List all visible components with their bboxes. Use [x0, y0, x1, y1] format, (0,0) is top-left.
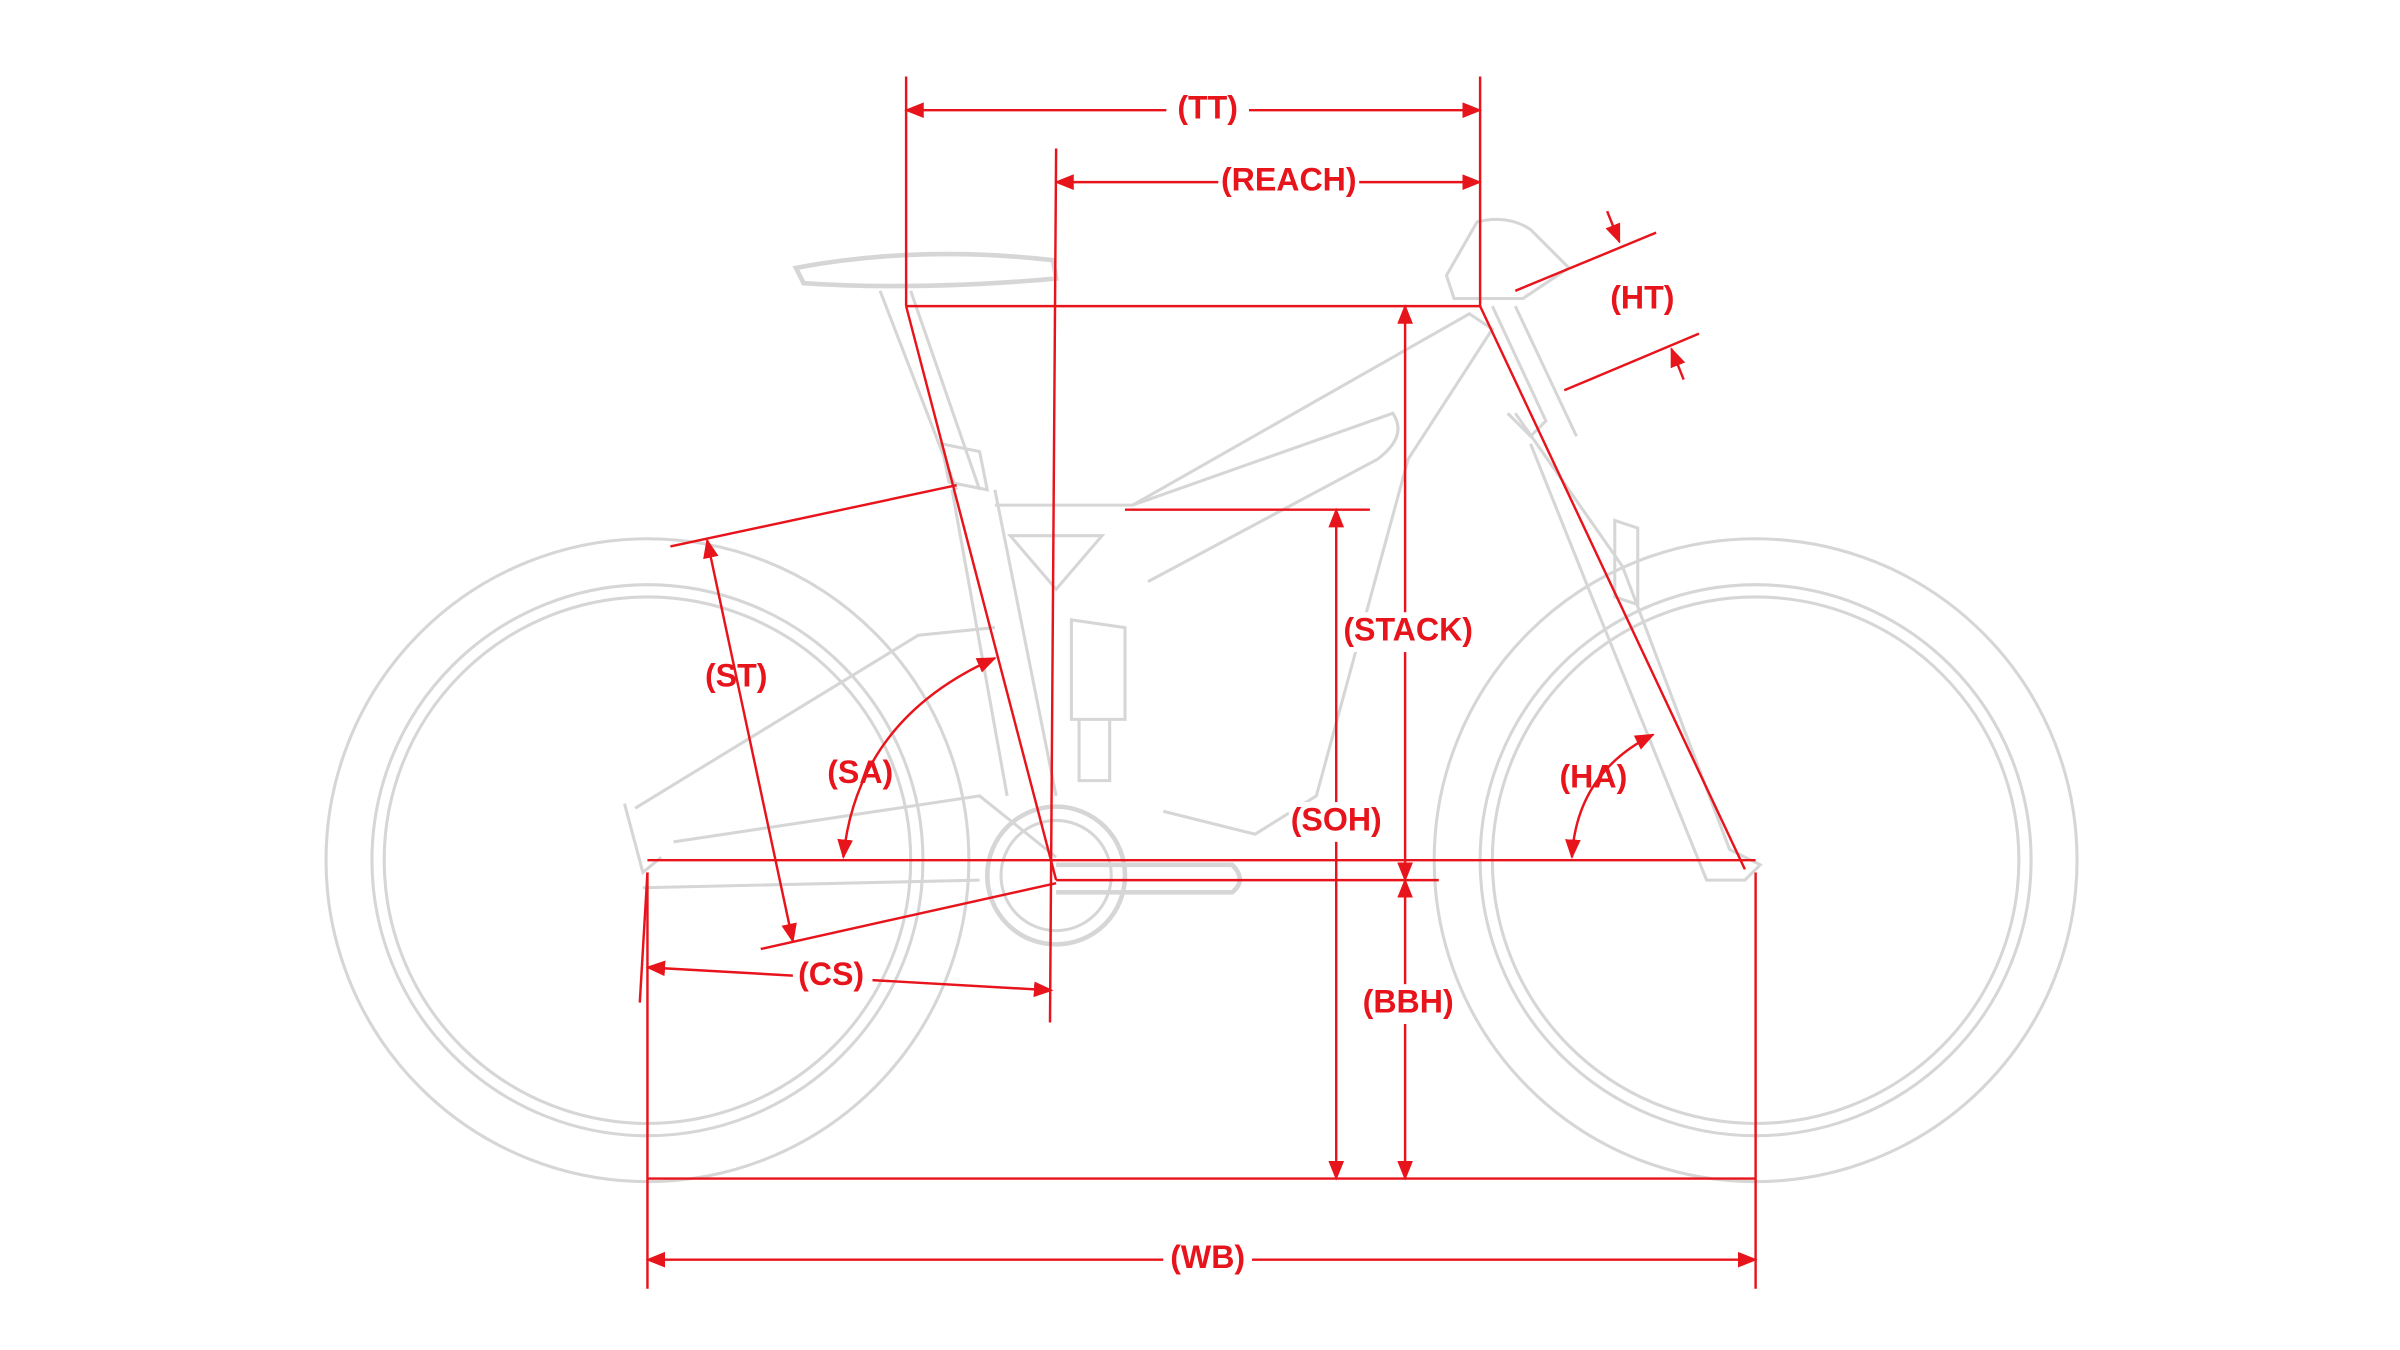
label-stack: (STACK) [1343, 612, 1473, 648]
ha-arc [1565, 733, 1655, 860]
chainring [984, 804, 1128, 947]
bike-illustration [324, 217, 2079, 1184]
st-top-extension [670, 484, 957, 548]
label-ha: (HA) [1559, 759, 1627, 795]
ht-top-arrow [1605, 210, 1621, 244]
label-st: (ST) [705, 658, 767, 694]
fork [1514, 412, 1763, 882]
label-reach: (REACH) [1221, 162, 1357, 198]
sa-arc [837, 657, 997, 860]
frame [623, 217, 1763, 947]
label-cs: (CS) [798, 956, 864, 992]
dimension-lines [638, 76, 1758, 1289]
dimension-labels: (TT) (REACH) (HT) (STACK) (ST) (SA) (SOH… [705, 90, 1674, 1279]
cs-rear-extension [638, 872, 649, 1003]
ht-top-extension [1514, 231, 1657, 292]
st-bottom-extension [760, 881, 1057, 951]
ht-bottom-extension [1563, 332, 1700, 392]
ht-bottom-arrow [1670, 347, 1686, 381]
head-tube-axis [1478, 305, 1747, 870]
saddle [792, 251, 1059, 289]
label-wb: (WB) [1170, 1239, 1245, 1275]
label-ht: (HT) [1610, 279, 1674, 315]
st-dimension [703, 538, 797, 944]
crank-arm [1056, 862, 1243, 895]
seat-tube-axis [904, 305, 1058, 881]
stem [1444, 217, 1572, 300]
rear-shock [1069, 618, 1127, 721]
label-sa: (SA) [827, 754, 893, 790]
label-soh: (SOH) [1291, 801, 1382, 837]
label-tt: (TT) [1177, 90, 1238, 126]
bb-vertical-reference [1048, 148, 1058, 1023]
label-bbh: (BBH) [1363, 984, 1454, 1020]
